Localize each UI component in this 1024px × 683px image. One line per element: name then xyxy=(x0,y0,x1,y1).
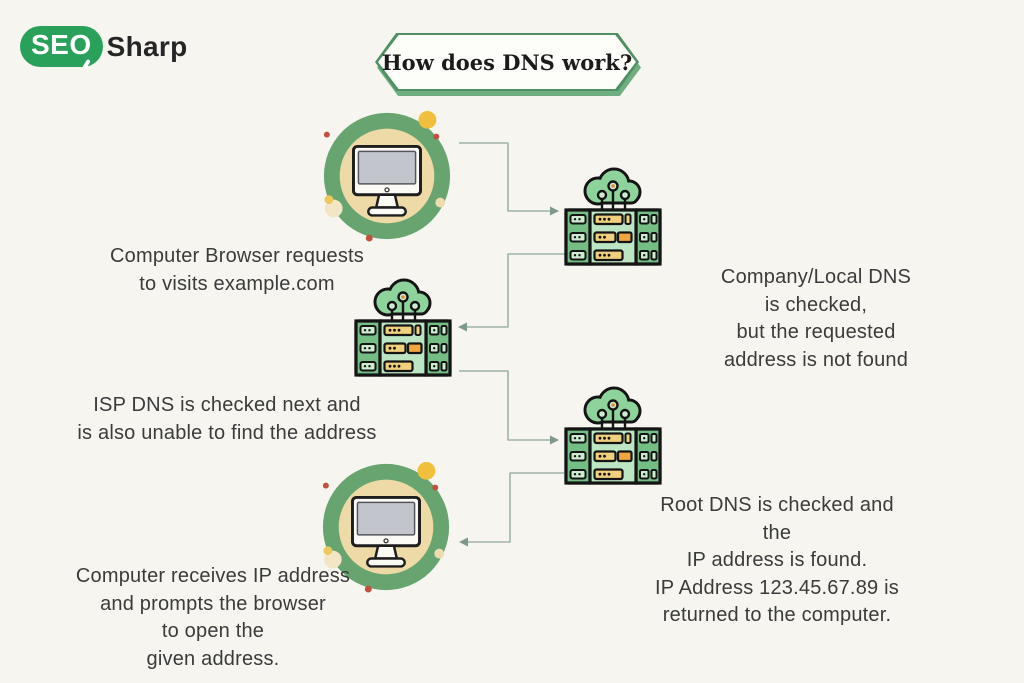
caption-computer-receives-ip: Computer receives IP address and prompts… xyxy=(75,565,351,670)
page-title: How does DNS work? xyxy=(381,49,633,75)
arrowhead-left-icon xyxy=(459,537,468,547)
connector-root-dns-to-computer xyxy=(468,472,564,543)
caption-isp-dns-checked: ISP DNS is checked next and is also unab… xyxy=(77,394,377,444)
caption-browser-request: Computer Browser requests to visits exam… xyxy=(110,245,364,295)
banner-fill xyxy=(378,35,636,89)
isp-dns-server-icon xyxy=(348,278,458,378)
local-dns-server-icon xyxy=(558,167,668,267)
arrowhead-left-icon xyxy=(458,322,467,332)
computer-icon xyxy=(318,107,456,245)
connector-isp-dns-to-root-dns xyxy=(459,370,550,441)
connector-local-dns-to-isp-dns xyxy=(467,253,566,328)
seo-logo-text: SEO xyxy=(31,29,92,60)
caption-root-dns-found: Root DNS is checked and the IP address i… xyxy=(655,494,899,627)
caption-local-dns-checked: Company/Local DNS is checked, but the re… xyxy=(720,266,912,371)
title-banner: How does DNS work? xyxy=(375,33,641,96)
connector-computer-to-local-dns xyxy=(459,142,550,212)
root-dns-server-icon xyxy=(558,386,668,486)
seo-logo-pill: SEO xyxy=(20,26,103,72)
seo-sharp-logo: SEO Sharp xyxy=(20,26,188,72)
sharp-logo-text: Sharp xyxy=(106,30,188,62)
magnifier-icon xyxy=(80,58,91,72)
